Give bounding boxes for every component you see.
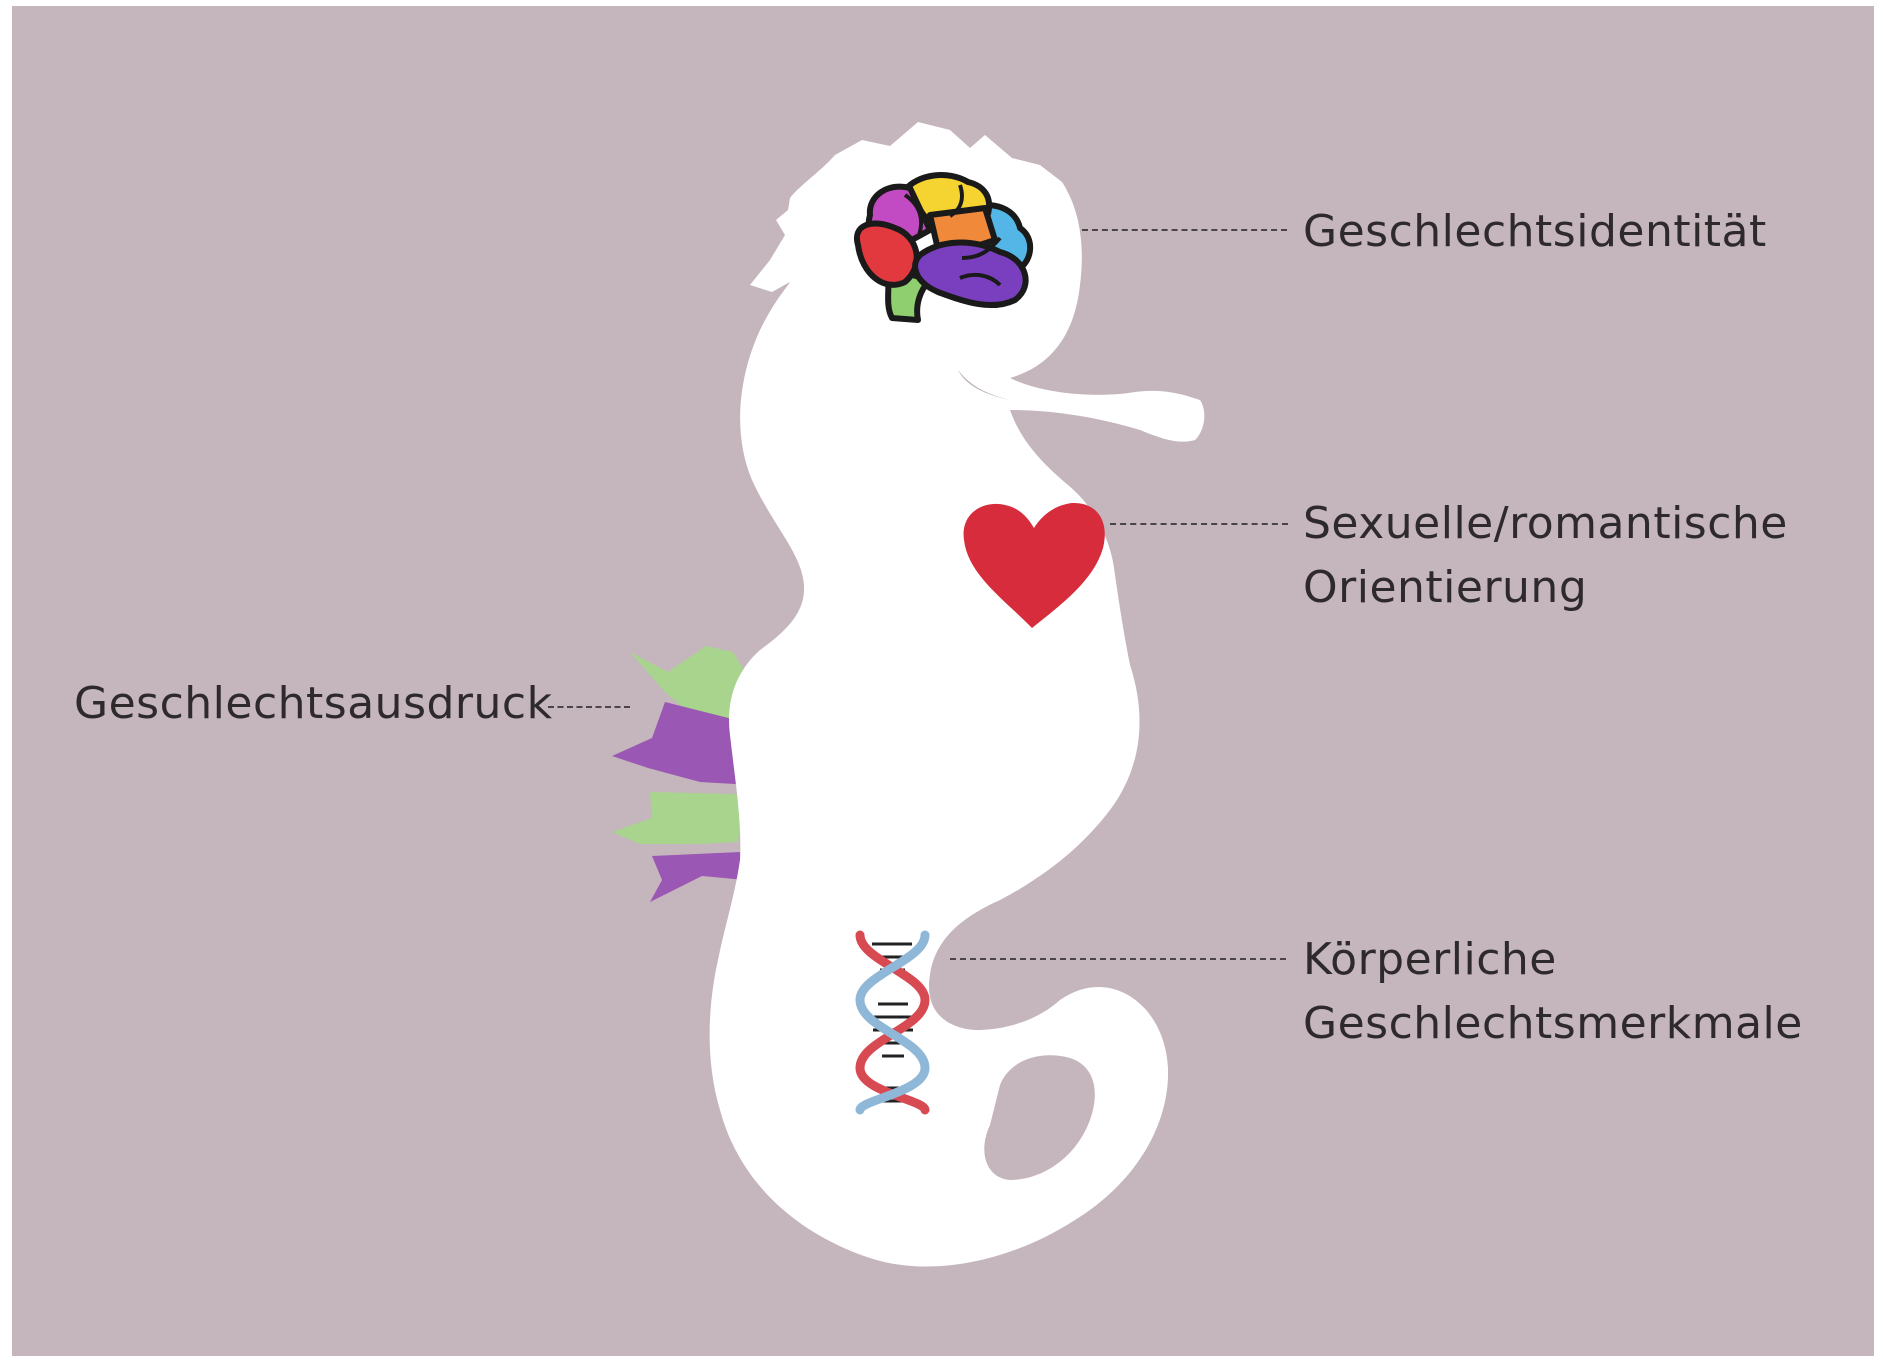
label-physical-line1: Körperliche [1303, 928, 1803, 992]
leader-line-physical [950, 958, 1286, 960]
label-gender-identity: Geschlechtsidentität [1303, 200, 1767, 264]
fin-stripe-purple-bottom [650, 852, 745, 902]
label-orientation: Sexuelle/romantische Orientierung [1303, 492, 1788, 620]
label-gender-identity-text: Geschlechtsidentität [1303, 200, 1767, 264]
label-orientation-line1: Sexuelle/romantische [1303, 492, 1788, 556]
label-physical-characteristics: Körperliche Geschlechtsmerkmale [1303, 928, 1803, 1056]
leader-line-identity [1082, 229, 1287, 231]
label-gender-expression-text: Geschlechtsausdruck [74, 672, 553, 736]
leader-line-expression [548, 706, 630, 708]
label-orientation-line2: Orientierung [1303, 556, 1788, 620]
label-physical-line2: Geschlechtsmerkmale [1303, 992, 1803, 1056]
label-gender-expression: Geschlechtsausdruck [74, 672, 553, 736]
leader-line-orientation [1110, 523, 1288, 525]
fin-stripe-green-lower [612, 792, 745, 844]
